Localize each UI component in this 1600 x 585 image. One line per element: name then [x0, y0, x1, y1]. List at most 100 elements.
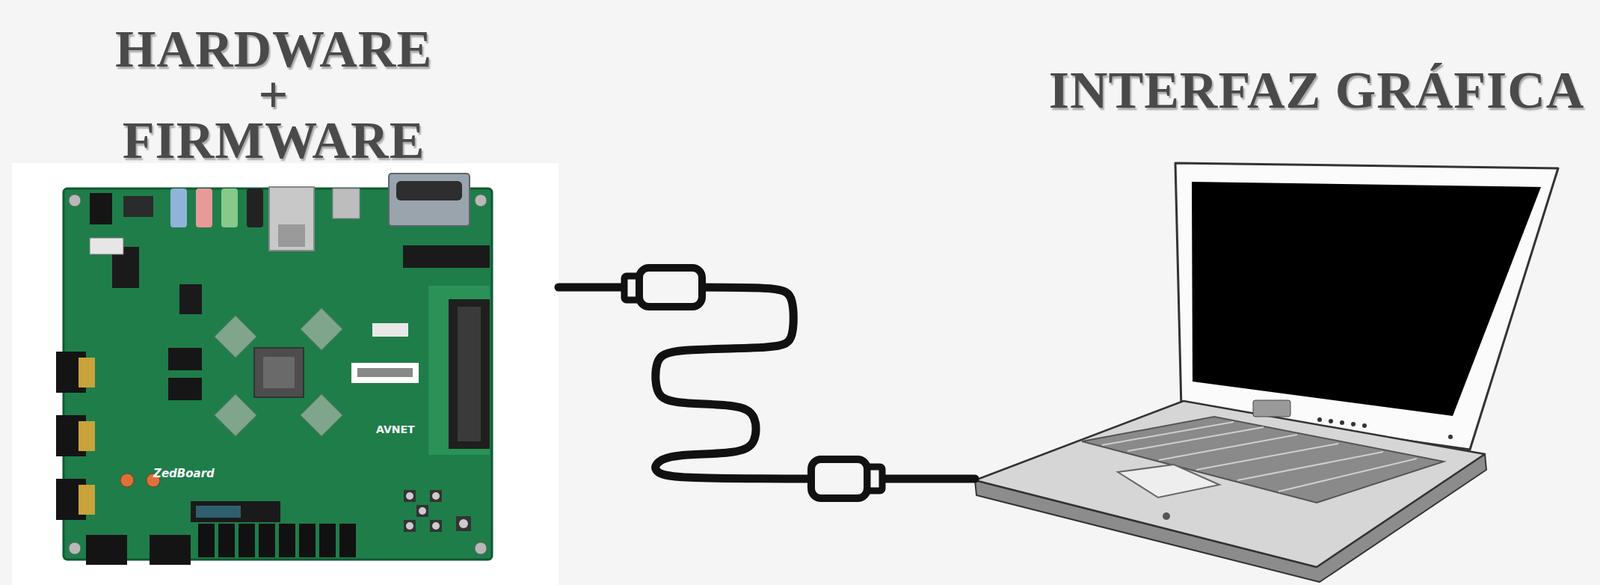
laptop-illustration	[1191, 181, 1541, 416]
laptop-illustration	[974, 400, 1485, 567]
zedboard-pcb	[68, 542, 81, 555]
board-connectors	[89, 173, 490, 449]
usb-cable	[558, 287, 975, 479]
hardware-board: HARDWARE + FIRMWARE	[11, 162, 559, 585]
board-switches	[429, 519, 442, 532]
board-connectors	[388, 173, 470, 226]
board-switches	[120, 473, 134, 487]
board-switches	[190, 500, 281, 522]
board-switches	[319, 523, 336, 558]
board-connectors	[457, 306, 481, 442]
board-switches	[429, 489, 442, 502]
laptop-illustration	[1278, 458, 1417, 492]
laptop-illustration	[1317, 417, 1322, 422]
zedboard-pcb	[474, 194, 487, 207]
laptop-gui: INTERFAZ GRÁFICA	[974, 158, 1560, 572]
usb-plug	[624, 267, 703, 307]
board-switches	[258, 523, 276, 558]
board-headers	[78, 357, 95, 388]
board-headers	[78, 420, 95, 451]
laptop-illustration	[1237, 451, 1384, 480]
board-connectors	[221, 188, 238, 228]
board-switches	[416, 504, 429, 517]
node-heading: HARDWARE + FIRMWARE	[115, 26, 433, 163]
laptop-illustration	[1448, 434, 1453, 439]
board-logo: ZedBoard	[153, 466, 215, 480]
board-connectors	[396, 180, 463, 201]
board-chips	[351, 362, 419, 383]
board-chips	[179, 284, 202, 315]
brand-logo: AVNET	[376, 423, 415, 436]
laptop-illustration	[1081, 416, 1444, 503]
board-switches	[339, 523, 356, 558]
laptop-illustration	[1339, 420, 1345, 425]
board-connectors	[278, 224, 306, 247]
zedboard-pcb	[68, 194, 81, 207]
laptop-illustration	[1127, 426, 1264, 451]
board-connectors	[246, 188, 264, 228]
laptop-illustration	[974, 162, 1559, 582]
board-switches	[456, 515, 472, 531]
board-headers	[56, 351, 191, 565]
board-switches	[418, 506, 427, 515]
board-connectors	[89, 192, 113, 225]
board-connectors	[170, 188, 187, 228]
board-chips	[300, 394, 344, 437]
board-headers	[85, 534, 128, 565]
board-switches	[299, 523, 316, 558]
board-connectors	[123, 195, 154, 217]
board-switches	[198, 523, 215, 558]
usb-plug	[811, 459, 868, 498]
laptop-illustration	[1158, 434, 1298, 460]
white-panel	[11, 162, 559, 585]
board-chips	[168, 284, 419, 436]
board-switches	[278, 523, 296, 558]
board-chips	[254, 347, 304, 398]
laptop-illustration	[1253, 400, 1291, 417]
board-connectors	[332, 188, 360, 219]
board-headers	[78, 484, 95, 515]
laptop-illustration	[1175, 162, 1559, 450]
board-headers	[149, 534, 191, 565]
laptop-illustration	[1362, 423, 1367, 428]
board-chips	[214, 315, 258, 359]
board-switches	[459, 518, 469, 528]
laptop-illustration	[1196, 443, 1339, 470]
board-switches	[403, 519, 416, 532]
board-chips	[300, 308, 344, 351]
board-chips	[357, 367, 413, 377]
node-heading: INTERFAZ GRÁFICA	[1048, 67, 1586, 113]
board-switches	[432, 491, 440, 500]
usb-plug	[639, 267, 703, 307]
usb-plug	[811, 459, 883, 498]
board-connectors	[402, 245, 490, 268]
board-connectors	[89, 237, 124, 255]
board-connectors	[269, 186, 315, 251]
board-connectors	[448, 299, 490, 449]
board-switches	[195, 505, 241, 518]
board-switches	[405, 521, 414, 530]
white-panel	[11, 162, 559, 585]
board-chips	[372, 322, 409, 337]
board-switches	[218, 523, 235, 558]
board-chips	[168, 347, 202, 371]
board-switches	[432, 521, 440, 530]
zedboard-pcb	[428, 285, 490, 455]
usb-plug	[624, 275, 640, 300]
board-chips	[214, 394, 258, 437]
board-switches	[405, 491, 414, 500]
zedboard-pcb	[474, 542, 487, 555]
laptop-illustration	[1117, 464, 1220, 498]
usb-plug	[867, 466, 883, 491]
board-connectors	[195, 188, 213, 228]
board-switches	[120, 473, 472, 558]
board-chips	[168, 377, 202, 400]
laptop-illustration	[1162, 512, 1171, 520]
laptop-illustration	[1102, 421, 1234, 445]
board-chips	[263, 356, 295, 389]
laptop-illustration	[1351, 421, 1356, 427]
board-switches	[403, 489, 416, 502]
board-switches	[238, 523, 255, 558]
laptop-illustration	[1328, 418, 1334, 424]
